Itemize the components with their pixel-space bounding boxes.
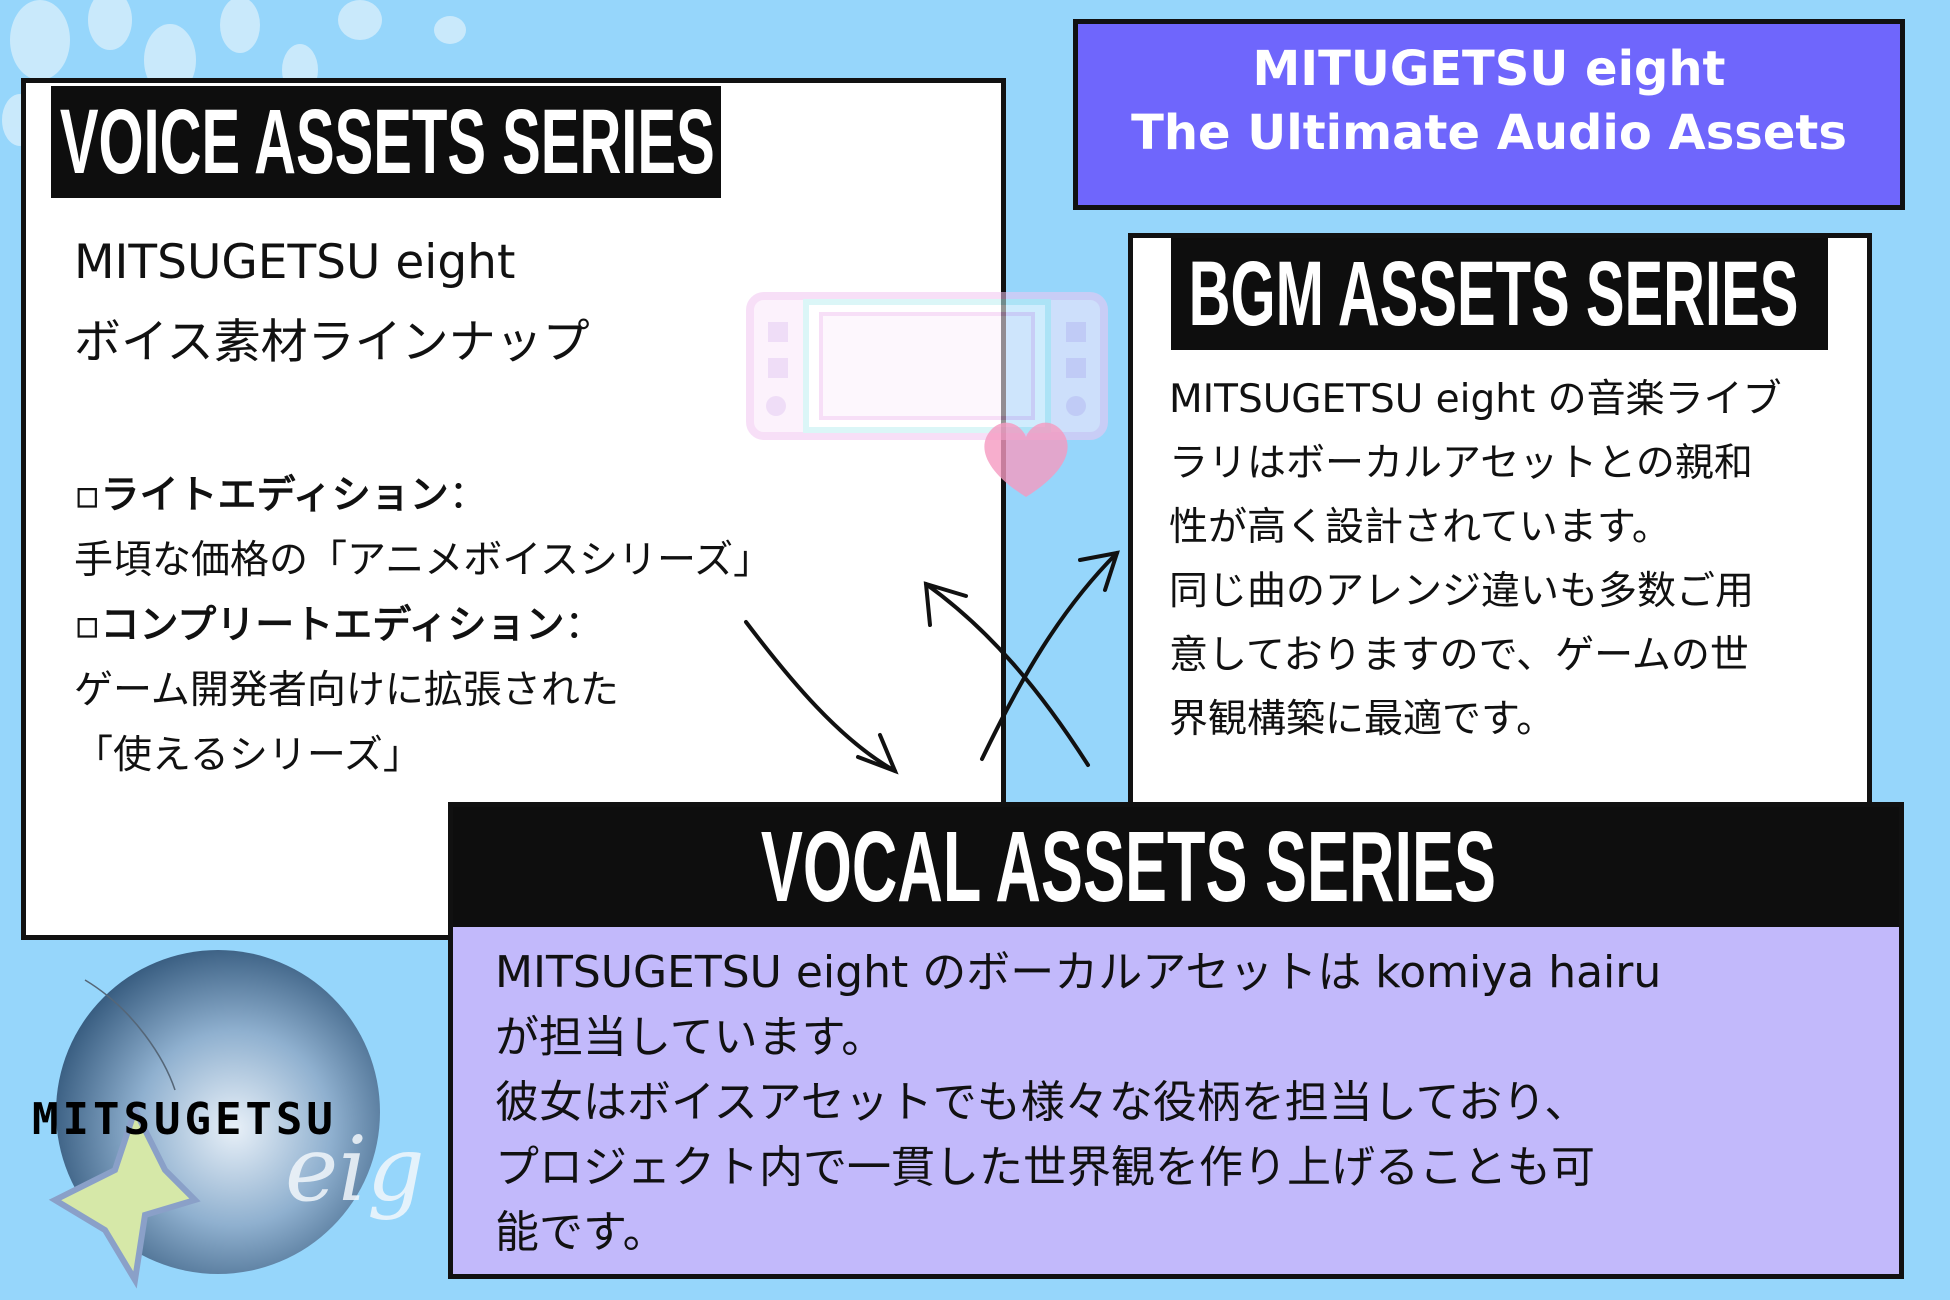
bullet-icon: ▫ <box>74 603 101 648</box>
title-banner: MITUGETSU eight The Ultimate Audio Asset… <box>1073 19 1905 210</box>
text-line: プロジェクト内で一貫した世界観を作り上げることも可 <box>495 1142 1595 1193</box>
voice-header: VOICE ASSETS SERIES <box>51 86 721 198</box>
edition-desc: ゲーム開発者向けに拡張された <box>74 668 619 713</box>
text-line: MITSUGETSU eight の音楽ライブ <box>1169 377 1782 422</box>
text-line: 能です。 <box>495 1207 667 1258</box>
edition-desc: 手頃な価格の「アニメボイスシリーズ」 <box>74 538 773 583</box>
title-line2: The Ultimate Audio Assets <box>1131 105 1847 161</box>
arrow-icon <box>1078 550 1120 592</box>
mitsugetsu-logo: eight <box>48 950 425 1289</box>
text-line: 同じ曲のアレンジ違いも多数ご用 <box>1169 569 1755 614</box>
bgm-header-text: BGM ASSETS SERIES <box>1188 243 1799 345</box>
bgm-assets-panel: BGM ASSETS SERIES MITSUGETSU eight の音楽ライ… <box>1128 233 1872 813</box>
voice-assets-panel: VOICE ASSETS SERIES MITSUGETSU eight ボイス… <box>21 78 1006 940</box>
separator: ： <box>564 603 604 648</box>
vocal-assets-panel: VOCAL ASSETS SERIES MITSUGETSU eight のボー… <box>448 802 1904 1279</box>
text-line: 意しておりますので、ゲームの世 <box>1169 633 1749 678</box>
logo-text: MITSUGETSU <box>32 1094 337 1145</box>
game-console-icon <box>746 292 1108 440</box>
bgm-description: MITSUGETSU eight の音楽ライブ ラリはボーカルアセットとの親和 … <box>1169 368 1859 752</box>
logo-script-text: eight <box>285 1117 425 1222</box>
list-item: ▫コンプリートエディション： <box>74 593 772 658</box>
text-line: ラリはボーカルアセットとの親和 <box>1169 441 1753 486</box>
voice-title-line1: MITSUGETSU eight <box>74 235 516 290</box>
text-line: MITSUGETSU eight のボーカルアセットは komiya hairu <box>495 947 1662 998</box>
edition-desc: 「使えるシリーズ」 <box>74 733 422 778</box>
heart-icon <box>984 422 1068 497</box>
voice-header-text: VOICE ASSETS SERIES <box>59 91 715 193</box>
title-line1: MITUGETSU eight <box>1252 41 1726 97</box>
bgm-header: BGM ASSETS SERIES <box>1171 238 1828 350</box>
list-item: ▫ライトエディション： <box>74 463 772 528</box>
vocal-header: VOCAL ASSETS SERIES <box>453 807 1899 927</box>
vocal-description: MITSUGETSU eight のボーカルアセットは komiya hairu… <box>495 940 1875 1265</box>
bullet-icon: ▫ <box>74 473 101 518</box>
voice-title-line2: ボイス素材ラインナップ <box>74 315 590 370</box>
edition-label: コンプリートエディション <box>100 603 565 648</box>
text-line: 彼女はボイスアセットでも様々な役柄を担当しており、 <box>495 1077 1589 1128</box>
text-line: が担当しています。 <box>495 1012 886 1063</box>
text-line: 界観構築に最適です。 <box>1169 697 1556 742</box>
text-line: 性が高く設計されています。 <box>1169 505 1671 550</box>
vocal-header-text: VOCAL ASSETS SERIES <box>760 811 1497 923</box>
voice-edition-list: ▫ライトエディション： 手頃な価格の「アニメボイスシリーズ」 ▫コンプリートエデ… <box>74 463 772 788</box>
separator: ： <box>448 473 488 518</box>
edition-label: ライトエディション <box>100 473 449 518</box>
